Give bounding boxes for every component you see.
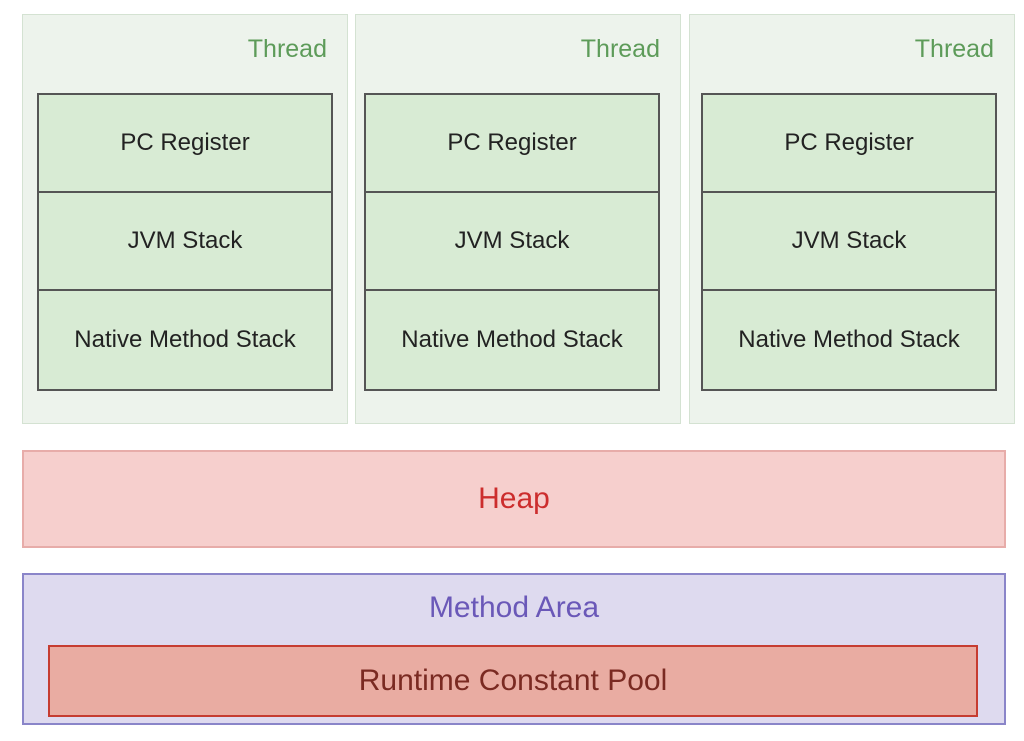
pc-register: PC Register xyxy=(447,129,577,156)
jvm-stack: JVM Stack xyxy=(366,191,658,289)
thread-label: Thread xyxy=(247,35,327,63)
pc-register: PC Register xyxy=(120,129,250,156)
native-method-stack: Native Method Stack xyxy=(39,289,331,389)
native-method-stack: Native Method Stack xyxy=(366,289,658,389)
thread-stack: PC Register JVM Stack Native Method Stac… xyxy=(364,93,660,391)
heap-label: Heap xyxy=(478,482,550,515)
thread-label: Thread xyxy=(914,35,994,63)
runtime-constant-pool-label: Runtime Constant Pool xyxy=(358,664,668,697)
pc-register: PC Register xyxy=(784,129,914,156)
method-area-label: Method Area xyxy=(428,591,600,624)
thread-label: Thread xyxy=(580,35,660,63)
native-method-stack: Native Method Stack xyxy=(703,289,995,389)
thread-1: Thread PC Register JVM Stack Native Meth… xyxy=(22,14,348,424)
thread-3: Thread PC Register JVM Stack Native Meth… xyxy=(689,14,1015,424)
heap: Heap xyxy=(22,450,1006,548)
jvm-stack: JVM Stack xyxy=(39,191,331,289)
thread-stack: PC Register JVM Stack Native Method Stac… xyxy=(701,93,997,391)
method-area: Method Area Runtime Constant Pool xyxy=(22,573,1006,725)
thread-stack: PC Register JVM Stack Native Method Stac… xyxy=(37,93,333,391)
jvm-stack: JVM Stack xyxy=(703,191,995,289)
thread-2: Thread PC Register JVM Stack Native Meth… xyxy=(355,14,681,424)
runtime-constant-pool: Runtime Constant Pool xyxy=(48,645,978,717)
